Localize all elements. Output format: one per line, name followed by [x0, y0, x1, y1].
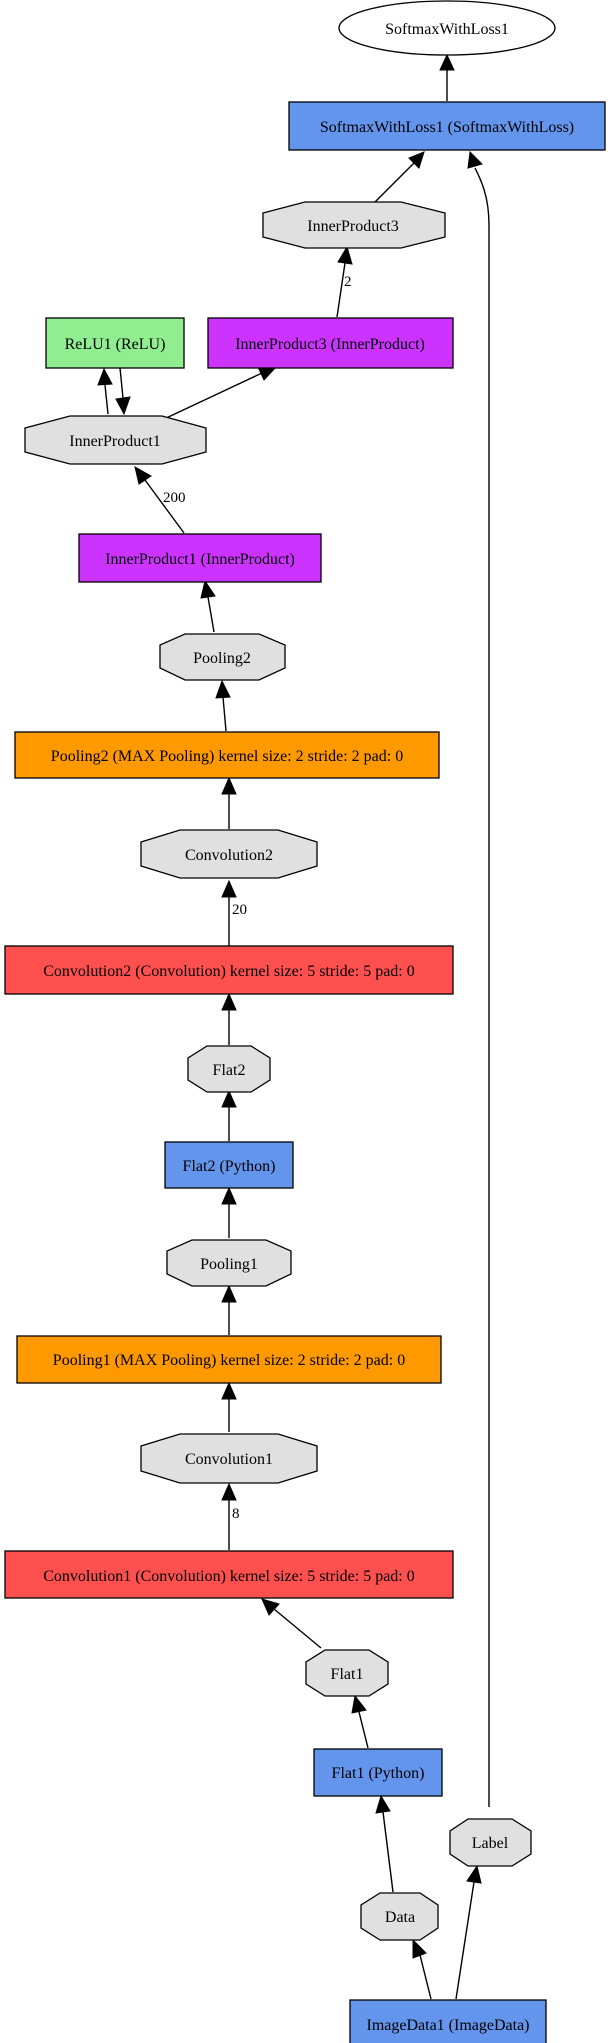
label-blob-label: Label [472, 1835, 509, 1852]
softmax-layer-node[interactable] [288, 101, 606, 151]
arrowhead [200, 579, 216, 599]
pool1-layer-node[interactable] [16, 1335, 442, 1384]
edge-ip1blob-to-ip3layer [161, 372, 263, 421]
imagedata-layer-label: ImageData1 (ImageData) [366, 2017, 529, 2034]
conv1-layer-label: Convolution1 (Convolution) kernel size: … [43, 1568, 415, 1585]
data-blob-label: Data [385, 1909, 415, 1926]
ip3-layer-node[interactable] [207, 317, 454, 369]
edge-label-conv1: 8 [232, 1506, 240, 1522]
arrowhead [261, 1598, 280, 1616]
arrowhead [221, 776, 237, 795]
arrowhead [134, 466, 152, 485]
conv2-layer-label: Convolution2 (Convolution) kernel size: … [43, 963, 415, 980]
conv2-blob-label: Convolution2 [185, 847, 273, 864]
arrowhead [221, 1089, 237, 1108]
edge-ip3layer-to-ip3blob [336, 262, 346, 318]
conv2-blob-node[interactable] [140, 829, 318, 879]
flat2-blob-node[interactable] [187, 1045, 271, 1093]
softmax-output-node[interactable] [338, 0, 556, 56]
arrowhead [221, 1381, 237, 1400]
data-blob-node[interactable] [360, 1892, 439, 1941]
edge-imagedata-to-label [455, 1881, 475, 2000]
flat2-blob-label: Flat2 [213, 1062, 246, 1079]
arrowhead [115, 396, 131, 416]
arrowhead [215, 679, 231, 699]
arrowhead [466, 1864, 482, 1884]
edge-data-to-flat1layer [382, 1811, 394, 1893]
arrowhead [221, 1284, 237, 1303]
relu-layer-node[interactable] [45, 317, 185, 369]
flat1-blob-node[interactable] [305, 1649, 389, 1697]
arrowhead [375, 1794, 391, 1814]
edge-label-conv2: 20 [232, 902, 247, 918]
arrowhead [467, 150, 483, 169]
flat2-layer-label: Flat2 (Python) [183, 1158, 276, 1175]
edges: 2 200 20 [97, 53, 490, 2000]
pool1-blob-label: Pooling1 [200, 1256, 258, 1273]
conv1-blob-label: Convolution1 [185, 1451, 273, 1468]
pool2-blob-node[interactable] [159, 633, 286, 681]
label-blob-node[interactable] [449, 1818, 532, 1867]
edge-ip1blob-to-relu [104, 384, 109, 415]
pool2-layer-node[interactable] [14, 731, 440, 779]
edge-imagedata-to-data [419, 1954, 432, 2000]
pool1-blob-node[interactable] [166, 1239, 292, 1287]
edge-ip3-to-softmax [374, 162, 415, 203]
arrowhead [221, 1186, 237, 1205]
softmax-layer-label: SoftmaxWithLoss1 (SoftmaxWithLoss) [320, 119, 574, 136]
edge-relu-to-ip1blob [119, 367, 124, 399]
edge-pool2layer-to-pool2blob [222, 696, 227, 732]
arrowhead [351, 1694, 367, 1714]
ip1-blob-node[interactable] [24, 415, 207, 465]
edge-pool2blob-to-ip1layer [207, 596, 215, 633]
arrowhead [408, 151, 425, 169]
conv1-blob-node[interactable] [140, 1433, 318, 1484]
edge-ip1layer-to-ip1blob [144, 479, 185, 534]
edge-label-ip3: 2 [344, 274, 352, 290]
arrowhead [221, 992, 237, 1011]
arrowhead [221, 1482, 237, 1501]
arrowhead [412, 1938, 427, 1959]
flat1-layer-node[interactable] [313, 1748, 443, 1797]
arrowhead [97, 367, 113, 386]
flat1-blob-label: Flat1 [331, 1666, 364, 1683]
edge-label-to-softmax [474, 167, 490, 1807]
nodes: SoftmaxWithLoss1 SoftmaxWithLoss1 (Softm… [4, 0, 606, 2043]
conv1-layer-node[interactable] [4, 1550, 454, 1599]
ip1-layer-label: InnerProduct1 (InnerProduct) [105, 551, 295, 568]
flat2-layer-node[interactable] [164, 1141, 294, 1189]
softmax-output-label: SoftmaxWithLoss1 [385, 21, 509, 38]
flat1-layer-label: Flat1 (Python) [332, 1765, 425, 1782]
imagedata-layer-node[interactable] [349, 1999, 547, 2043]
ip1-blob-label: InnerProduct1 [69, 433, 161, 450]
relu-layer-label: ReLU1 (ReLU) [65, 336, 166, 353]
arrowhead [337, 245, 353, 265]
arrowhead [221, 879, 237, 898]
ip1-layer-node[interactable] [78, 533, 322, 583]
ip3-blob-label: InnerProduct3 [307, 218, 399, 235]
ip3-layer-label: InnerProduct3 (InnerProduct) [235, 336, 425, 353]
edge-label-ip1: 200 [163, 490, 186, 506]
pool2-layer-label: Pooling2 (MAX Pooling) kernel size: 2 st… [51, 748, 403, 765]
arrowhead [439, 53, 455, 71]
pool2-blob-label: Pooling2 [193, 650, 251, 667]
edge-flat1blob-to-conv1layer [273, 1608, 322, 1649]
ip3-blob-node[interactable] [262, 201, 446, 249]
conv2-layer-node[interactable] [4, 945, 454, 995]
edge-flat1layer-to-flat1blob [358, 1711, 369, 1749]
pool1-layer-label: Pooling1 (MAX Pooling) kernel size: 2 st… [53, 1352, 405, 1369]
